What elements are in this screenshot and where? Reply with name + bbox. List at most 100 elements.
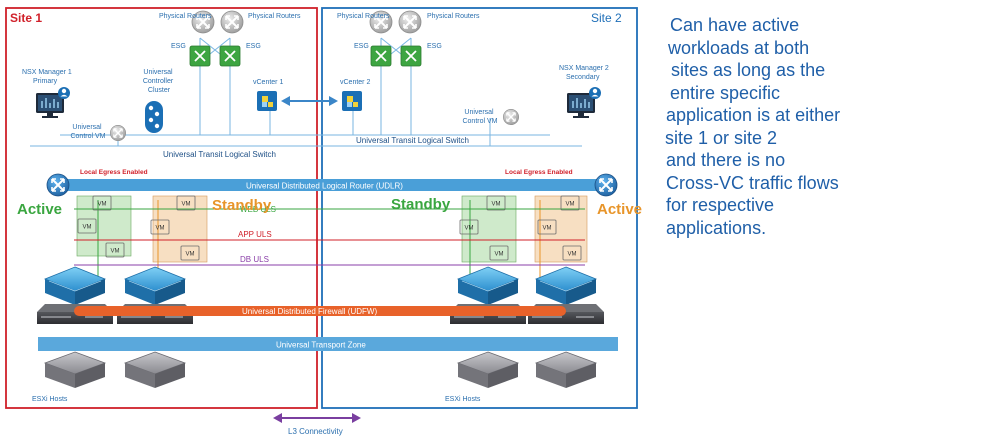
physical-router-icon (398, 10, 422, 34)
db-uls-label: DB ULS (240, 255, 269, 264)
transit-switch-label: Universal Transit Logical Switch (163, 150, 276, 159)
esg-label: ESG (354, 43, 369, 50)
vm-icon: VM (92, 195, 112, 211)
esg-label: ESG (246, 43, 261, 50)
dr-topology-diagram: Site 1 Site 2 Physical Routers Physical … (5, 7, 642, 436)
vm-icon: VM (176, 195, 196, 211)
udlr-router-icon (594, 173, 618, 197)
svg-text:VM: VM (566, 202, 575, 208)
svg-text:VM: VM (465, 226, 474, 232)
control-vm-label: Universal Control VM (462, 109, 497, 125)
esxi-host-icon (457, 266, 519, 306)
vcenter-link-arrow (281, 96, 338, 106)
control-vm-icon (109, 124, 127, 142)
vm-icon: VM (489, 245, 509, 261)
svg-text:VM: VM (83, 225, 92, 231)
note-line: application is at either (666, 105, 841, 125)
udfw-label: Universal Distributed Firewall (UDFW) (242, 307, 377, 316)
vm-icon: VM (562, 245, 582, 261)
vm-icon: VM (560, 195, 580, 211)
vcenter2-label: vCenter 2 (340, 79, 370, 86)
vm-icon: VM (459, 219, 479, 235)
active-label: Active (597, 201, 642, 218)
esxi-host-icon (457, 351, 519, 389)
control-vm-label: Universal Control VM (70, 124, 105, 140)
svg-text:VM: VM (495, 252, 504, 258)
esg-icon (189, 45, 211, 67)
esxi-host-icon (535, 351, 597, 389)
note-line: entire specific (670, 82, 781, 103)
controller-cluster-label: Universal Controller Cluster (143, 69, 175, 94)
esxi-hosts-label: ESXi Hosts (32, 396, 68, 403)
vcenter1-label: vCenter 1 (253, 79, 283, 86)
vm-icon: VM (150, 219, 170, 235)
vm-icon: VM (486, 195, 506, 211)
standby-label: Standby (212, 197, 272, 214)
vm-icon: VM (77, 218, 97, 234)
site1-label: Site 1 (10, 11, 42, 25)
svg-text:VM: VM (186, 252, 195, 258)
note-line: sites as long as the (671, 60, 826, 80)
esxi-host-icon (124, 351, 186, 389)
esg-icon (370, 45, 392, 67)
svg-text:VM: VM (492, 202, 501, 208)
esxi-host-icon (124, 266, 186, 306)
physical-routers-label: Physical Routers (337, 13, 390, 20)
esxi-host-icon (44, 266, 106, 306)
vcenter-icon (342, 91, 362, 111)
udlr-router-icon (46, 173, 70, 197)
site1-boundary (5, 7, 318, 409)
web-uls-label: WEB ULS (240, 205, 276, 214)
transport-zone-bar (38, 337, 618, 351)
l3-connectivity-arrow (273, 413, 361, 423)
esxi-host-icon (535, 266, 597, 306)
svg-text:VM: VM (98, 202, 107, 208)
controller-cluster-icon (145, 101, 163, 133)
control-vm-icon (502, 108, 520, 126)
svg-text:VM: VM (182, 202, 191, 208)
udlr-label: Universal Distributed Logical Router (UD… (246, 182, 403, 191)
active-label: Active (17, 201, 62, 218)
local-egress-label: Local Egress Enabled (505, 169, 573, 176)
side-note: Can have active workloads at both sites … (664, 14, 994, 239)
transport-zone-label: Universal Transport Zone (276, 341, 366, 350)
nsx-manager-icon (566, 86, 602, 119)
esxi-hosts-label: ESXi Hosts (445, 396, 481, 403)
physical-routers-label: Physical Routers (427, 13, 480, 20)
physical-routers-label: Physical Routers (248, 13, 301, 20)
nsx-manager-secondary-label: NSX Manager 2 Secondary (559, 65, 611, 81)
note-line: Cross-VC traffic flows (666, 172, 839, 193)
esg-icon (400, 45, 422, 67)
local-egress-label: Local Egress Enabled (80, 169, 148, 176)
udlr-bar (55, 179, 610, 191)
vm-icon: VM (105, 242, 125, 258)
nsx-manager-primary-label: NSX Manager 1 Primary (22, 69, 74, 85)
note-line: site 1 or site 2 (665, 127, 778, 148)
app-uls-label: APP ULS (238, 230, 272, 239)
svg-text:VM: VM (543, 226, 552, 232)
note-line: Can have active (670, 15, 800, 35)
esxi-host-icon (44, 351, 106, 389)
vm-icon: VM (180, 245, 200, 261)
note-line: workloads at both (668, 37, 810, 58)
note-line: for respective (666, 195, 775, 215)
site2-label: Site 2 (591, 11, 622, 25)
site2-boundary (321, 7, 638, 409)
transit-switch-label: Universal Transit Logical Switch (356, 136, 469, 145)
note-line: and there is no (666, 150, 786, 170)
vm-icon: VM (537, 219, 557, 235)
l3-connectivity-label: L3 Connectivity (288, 427, 343, 436)
physical-router-icon (220, 10, 244, 34)
esg-label: ESG (427, 43, 442, 50)
vcenter-icon (257, 91, 277, 111)
esg-label: ESG (171, 43, 186, 50)
physical-routers-label: Physical Routers (159, 13, 212, 20)
nsx-manager-icon (35, 86, 71, 119)
svg-text:VM: VM (156, 226, 165, 232)
standby-label: Standby (391, 196, 451, 213)
svg-text:VM: VM (111, 249, 120, 255)
note-line: applications. (666, 217, 767, 238)
esg-icon (219, 45, 241, 67)
udfw-bar (74, 306, 566, 316)
svg-text:VM: VM (568, 252, 577, 258)
